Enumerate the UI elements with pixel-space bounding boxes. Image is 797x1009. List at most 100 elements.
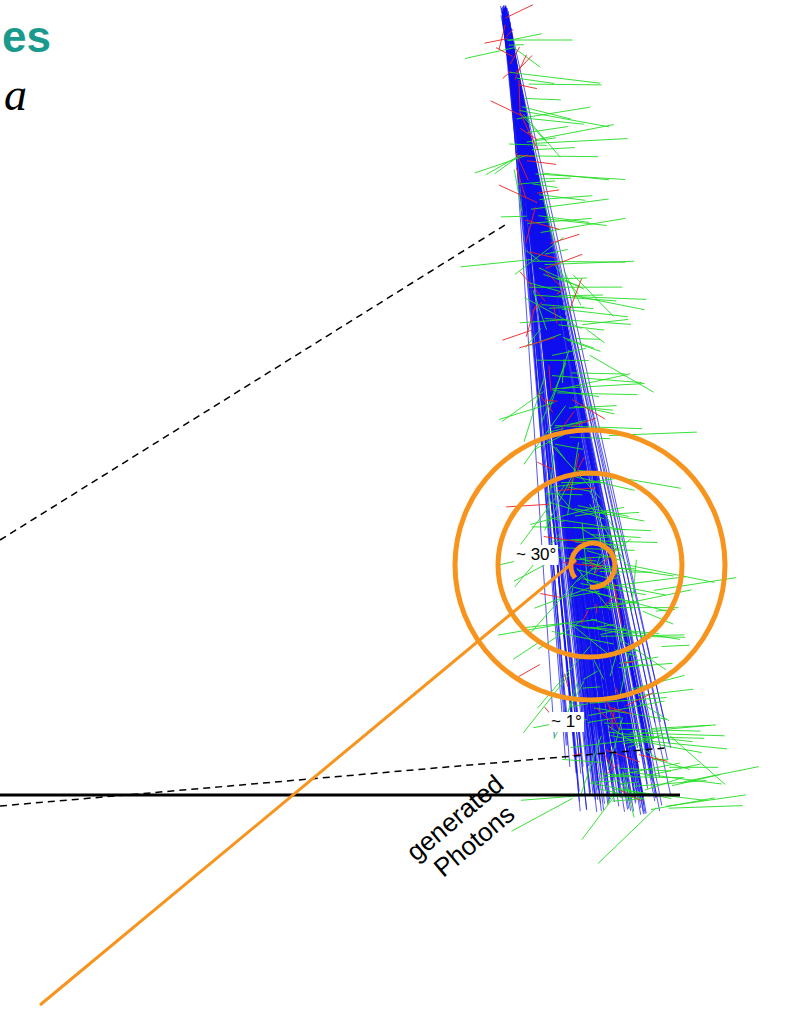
- track: [503, 330, 531, 340]
- track: [561, 412, 575, 430]
- track: [592, 781, 620, 782]
- track: [539, 195, 585, 201]
- track: [535, 125, 613, 140]
- track: [516, 152, 529, 180]
- track: [529, 84, 602, 86]
- track: [583, 628, 601, 629]
- track: [651, 798, 715, 810]
- track: [672, 774, 721, 785]
- track: [563, 337, 594, 348]
- track: [669, 806, 743, 809]
- track: [512, 798, 573, 831]
- track: [570, 437, 610, 439]
- track: [538, 392, 553, 412]
- track: [506, 24, 637, 748]
- track: [569, 406, 617, 408]
- track: [526, 207, 536, 243]
- track: [547, 455, 554, 525]
- track: [549, 365, 551, 391]
- track: [594, 660, 604, 679]
- track: [552, 390, 599, 397]
- track: [562, 309, 628, 317]
- track: [503, 71, 512, 78]
- track: [551, 503, 604, 519]
- track: [515, 55, 527, 80]
- track: [517, 78, 555, 83]
- track: [546, 494, 583, 495]
- track: [565, 674, 568, 687]
- track: [608, 726, 661, 761]
- track: [684, 767, 759, 782]
- track: [641, 731, 662, 734]
- track: [509, 44, 524, 45]
- track: [520, 113, 538, 150]
- track: [519, 665, 540, 677]
- track: [645, 764, 700, 776]
- track: [584, 671, 598, 679]
- track: [575, 338, 600, 340]
- track: [570, 586, 635, 603]
- track: [600, 571, 653, 573]
- track: [554, 489, 570, 507]
- angle-line-30: [0, 225, 505, 540]
- track: [537, 462, 553, 470]
- track: [594, 708, 667, 719]
- track: [544, 537, 587, 543]
- track: [527, 161, 556, 165]
- track: [486, 156, 519, 175]
- track: [532, 184, 557, 188]
- track: [569, 588, 573, 606]
- track: [520, 155, 535, 156]
- track: [624, 662, 635, 663]
- track: [573, 625, 613, 657]
- track: [475, 155, 528, 173]
- track: [605, 507, 624, 511]
- track: [536, 174, 626, 180]
- track: [619, 663, 673, 667]
- track: [503, 12, 660, 777]
- track: [531, 199, 609, 209]
- track: [505, 5, 533, 18]
- track: [519, 338, 555, 348]
- track: [516, 168, 526, 199]
- track: [631, 560, 636, 612]
- track: [507, 40, 573, 41]
- angle-line-1: [0, 748, 665, 806]
- track: [461, 260, 532, 267]
- shower-tracks: [461, 34, 759, 864]
- track: [582, 319, 628, 324]
- track: [515, 56, 532, 74]
- track: [510, 72, 600, 83]
- track: [502, 8, 604, 767]
- track: [610, 708, 632, 714]
- track: [557, 393, 637, 395]
- track: [532, 302, 542, 311]
- track: [530, 506, 600, 524]
- track: [529, 252, 556, 258]
- ground-line: [0, 794, 680, 797]
- photon-rings: [455, 430, 725, 700]
- track: [554, 421, 585, 429]
- track: [533, 261, 626, 262]
- track: [619, 657, 658, 663]
- track: [545, 319, 631, 325]
- track: [540, 178, 571, 180]
- track: [508, 34, 542, 41]
- track: [520, 114, 545, 141]
- track: [545, 250, 568, 255]
- math-symbol: a: [4, 68, 27, 121]
- track: [557, 289, 565, 294]
- track: [507, 20, 590, 792]
- track: [504, 7, 601, 803]
- track: [533, 290, 547, 329]
- photon-line: [40, 560, 576, 1005]
- track: [571, 591, 599, 596]
- track: [619, 729, 700, 731]
- track: [519, 85, 537, 89]
- track: [651, 725, 709, 728]
- track: [620, 653, 630, 698]
- track: [499, 403, 554, 420]
- track: [515, 237, 564, 274]
- track: [562, 759, 602, 762]
- track: [505, 10, 648, 784]
